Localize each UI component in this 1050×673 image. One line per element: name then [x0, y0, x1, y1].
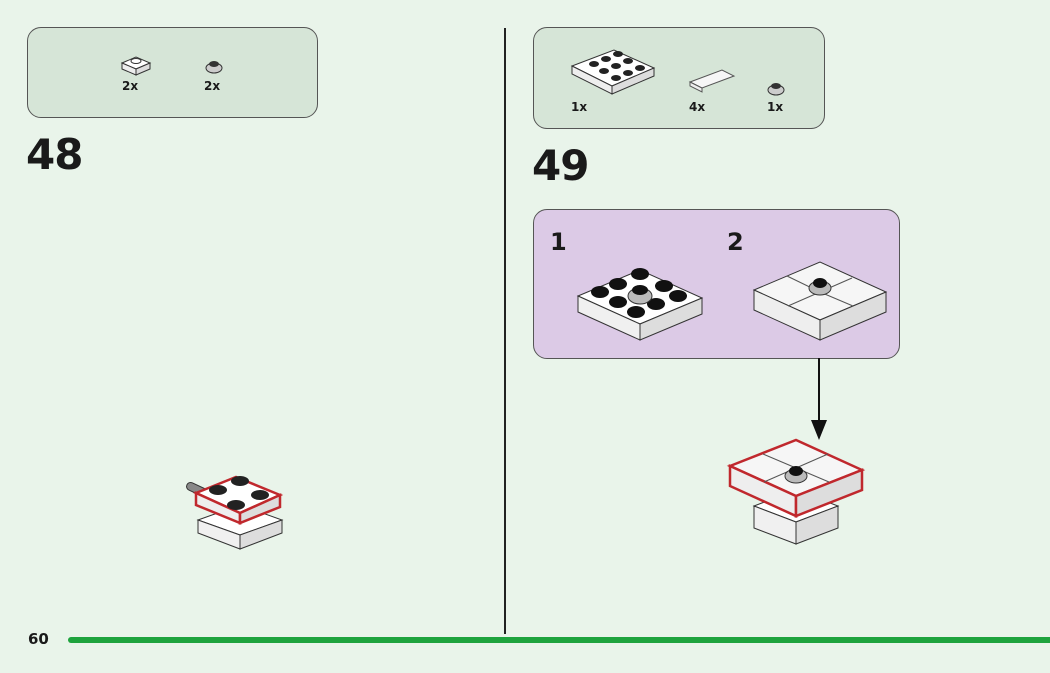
- column-divider: [504, 28, 506, 634]
- part-qty: 1x: [571, 100, 588, 114]
- step-number: 48: [26, 130, 83, 179]
- step-number: 49: [532, 141, 589, 190]
- progress-line: [68, 637, 1050, 643]
- plate-1x1-icon: [120, 56, 152, 76]
- substep-1-model: [576, 268, 704, 341]
- substep-number: 1: [550, 228, 567, 256]
- parts-list-step-49: 1x 4x 1x: [533, 27, 825, 129]
- substep-number: 2: [727, 228, 744, 256]
- part-qty: 1x: [767, 100, 784, 114]
- page-number: 60: [28, 630, 49, 648]
- part-qty: 2x: [204, 79, 221, 93]
- parts-list-step-48: 2x 2x: [27, 27, 318, 118]
- tile-transparent-icon: [688, 69, 736, 93]
- arrow-icon: [811, 358, 827, 440]
- part-qty: 4x: [689, 100, 706, 114]
- substep-box: 1 2: [533, 209, 900, 359]
- round-plate-icon: [205, 61, 223, 74]
- round-plate-icon: [767, 83, 785, 96]
- plate-3x3-icon: [570, 49, 656, 95]
- substep-2-model: [752, 261, 888, 341]
- model-step-49: [726, 438, 866, 545]
- model-step-48: [186, 475, 284, 550]
- part-qty: 2x: [122, 79, 139, 93]
